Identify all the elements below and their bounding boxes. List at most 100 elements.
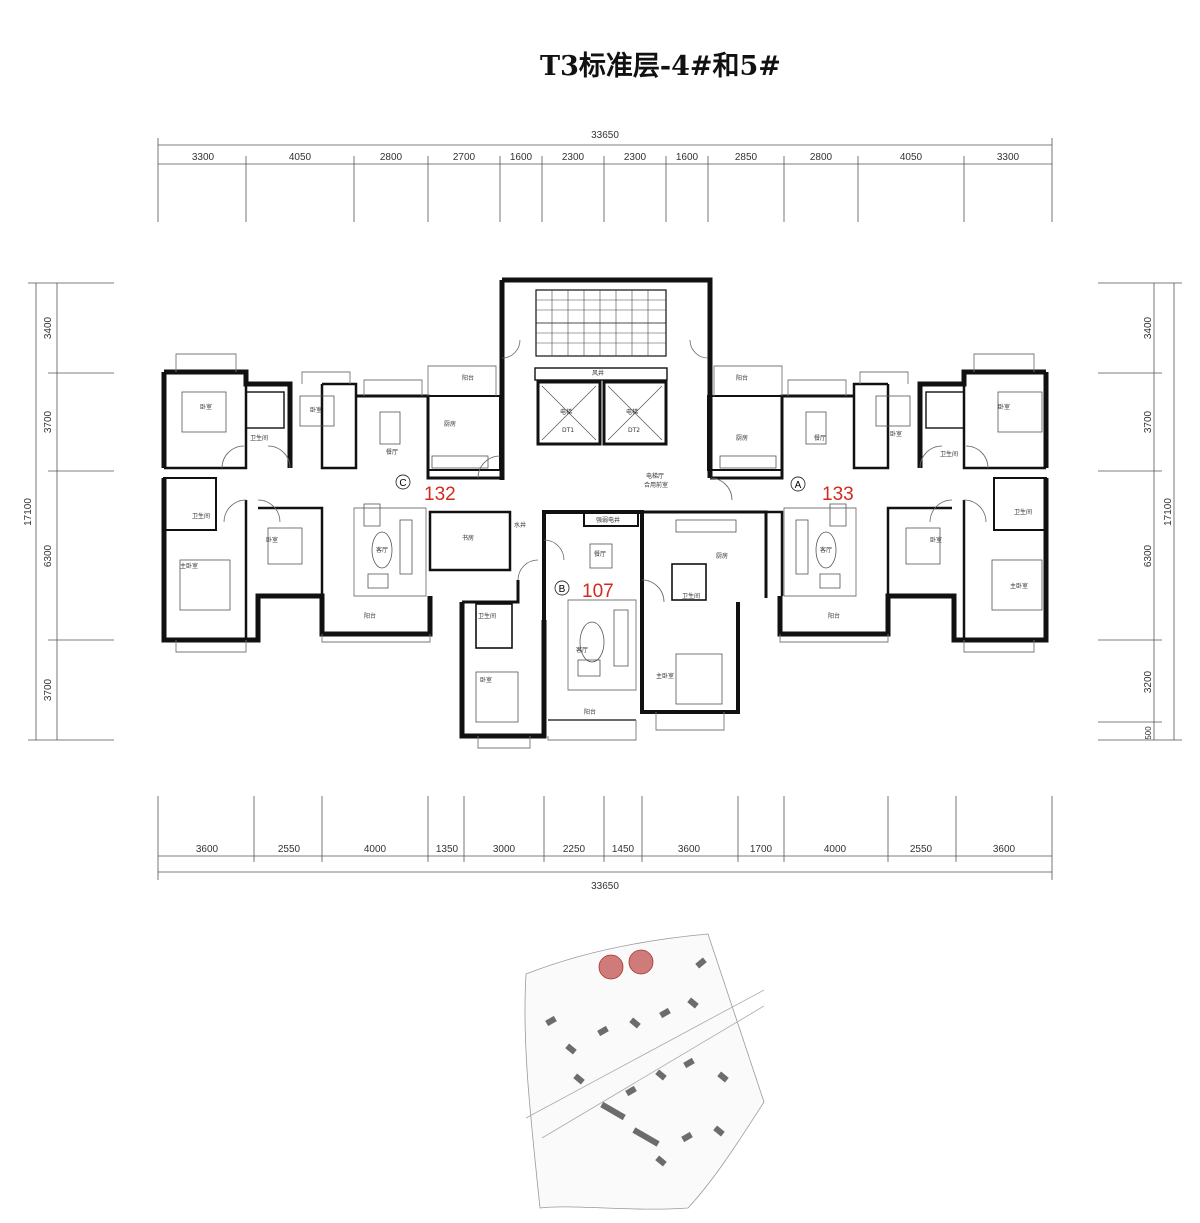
bottom-dim: 1450 <box>612 844 635 855</box>
unit-letter: B <box>559 584 566 595</box>
left-dim: 3700 <box>43 678 54 701</box>
bottom-dim: 2550 <box>278 844 301 855</box>
left-dim: 3700 <box>43 410 54 433</box>
building-walls <box>161 277 1049 739</box>
room-bedroom: 卧室 <box>890 430 902 438</box>
room-bedroom: 卧室 <box>480 676 492 684</box>
room-dining: 餐厅 <box>386 448 398 456</box>
room-shaft: 风井 <box>592 369 604 377</box>
site-road <box>541 1005 765 1139</box>
bottom-dim: 4000 <box>824 844 847 855</box>
top-dim: 2850 <box>735 152 758 163</box>
unit-area-label: 132 <box>424 484 456 505</box>
room-elevator-hall-sub: 合用前室 <box>644 481 668 489</box>
room-elevator-id: DT2 <box>628 427 640 434</box>
room-balcony: 阳台 <box>736 374 748 382</box>
highlight-building-4 <box>598 954 624 980</box>
bottom-dim: 3000 <box>493 844 516 855</box>
room-bedroom: 卧室 <box>200 403 212 411</box>
room-master-bedroom: 主卧室 <box>1010 582 1028 590</box>
right-dim: 500 <box>1144 726 1153 740</box>
bottom-dim: 1700 <box>750 844 773 855</box>
unit-area-label: 107 <box>582 581 614 602</box>
room-bedroom: 卧室 <box>930 536 942 544</box>
page-title: T3标准层-4#和5# <box>540 51 781 82</box>
bottom-dimension-chain <box>157 796 1053 880</box>
stair-treads <box>536 290 666 356</box>
unit-letter: C <box>399 478 406 489</box>
top-dim: 2800 <box>810 152 833 163</box>
room-elevator-id: DT1 <box>562 427 574 434</box>
room-strong-weak: 强弱电井 <box>596 516 620 524</box>
right-total-dim: 17100 <box>1163 498 1174 526</box>
bottom-dim: 1350 <box>436 844 459 855</box>
top-dim: 2700 <box>453 152 476 163</box>
door-swings <box>221 339 989 603</box>
room-balcony: 阳台 <box>828 612 840 620</box>
room-kitchen: 厨房 <box>736 434 748 442</box>
room-master-bedroom: 主卧室 <box>656 672 674 680</box>
left-dimension-chain <box>28 282 114 741</box>
room-bathroom: 卫生间 <box>192 512 210 520</box>
room-study: 书房 <box>462 534 474 542</box>
top-dim: 2300 <box>624 152 647 163</box>
room-bathroom: 卫生间 <box>940 450 958 458</box>
right-dim: 3400 <box>1143 316 1154 339</box>
bottom-dim: 2250 <box>563 844 586 855</box>
left-dim: 6300 <box>43 544 54 567</box>
room-bedroom: 卧室 <box>310 406 322 414</box>
room-balcony: 阳台 <box>364 612 376 620</box>
bottom-dim: 3600 <box>196 844 219 855</box>
right-dim: 6300 <box>1143 544 1154 567</box>
top-dim: 4050 <box>900 152 923 163</box>
room-bathroom: 卫生间 <box>478 612 496 620</box>
site-buildings <box>545 957 729 1167</box>
elevator-marks <box>541 385 663 441</box>
room-balcony: 阳台 <box>462 374 474 382</box>
room-living: 客厅 <box>820 546 832 554</box>
room-bedroom: 卧室 <box>998 403 1010 411</box>
top-dim: 1600 <box>676 152 699 163</box>
left-total-dim: 17100 <box>23 498 34 526</box>
unit-marker-c: C 132 <box>395 474 456 505</box>
site-boundary <box>524 933 765 1210</box>
room-bathroom: 卫生间 <box>682 592 700 600</box>
furniture <box>179 391 1043 723</box>
top-dimension-chain <box>157 138 1053 222</box>
room-dining: 餐厅 <box>814 434 826 442</box>
bottom-dim-labels: 3600 2550 4000 1350 3000 2250 1450 3600 … <box>196 844 1016 855</box>
room-bathroom: 卫生间 <box>250 434 268 442</box>
room-labels: 卧室 卧室 卫生间 餐厅 厨房 卫生间 卧室 主卧室 客厅 阳台 书房 风井 电… <box>180 369 1032 716</box>
balcony-outlines <box>175 353 1035 749</box>
bottom-dim: 3600 <box>993 844 1016 855</box>
bottom-total-dim: 33650 <box>591 881 619 892</box>
site-road <box>525 989 765 1119</box>
room-dining: 餐厅 <box>594 550 606 558</box>
room-kitchen: 厨房 <box>444 420 456 428</box>
room-balcony: 阳台 <box>584 708 596 716</box>
top-dim: 3300 <box>192 152 215 163</box>
top-dim: 1600 <box>510 152 533 163</box>
room-bathroom: 卫生间 <box>1014 508 1032 516</box>
highlight-building-5 <box>628 949 654 975</box>
unit-letter: A <box>795 480 802 491</box>
top-total-dim: 33650 <box>591 130 619 141</box>
right-dimension-chain <box>1098 282 1182 741</box>
right-dim: 3700 <box>1143 410 1154 433</box>
unit-marker-a: A 133 <box>790 476 854 505</box>
floor-plan: 33650 3300 4050 2800 2700 1600 2300 2300… <box>23 130 1182 892</box>
unit-marker-b: B 107 <box>554 580 614 602</box>
top-dim: 2300 <box>562 152 585 163</box>
unit-area-label: 133 <box>822 484 854 505</box>
room-elevator-hall: 电梯厅 <box>646 472 664 480</box>
room-kitchen: 厨房 <box>716 552 728 560</box>
right-dim: 3200 <box>1143 670 1154 693</box>
top-dim-labels: 3300 4050 2800 2700 1600 2300 2300 1600 … <box>192 152 1020 163</box>
room-bedroom: 卧室 <box>266 536 278 544</box>
room-living: 客厅 <box>576 646 588 654</box>
room-elevator: 电梯 <box>560 408 572 416</box>
bottom-dim: 4000 <box>364 844 387 855</box>
top-dim: 3300 <box>997 152 1020 163</box>
room-living: 客厅 <box>376 546 388 554</box>
room-elevator: 电梯 <box>626 408 638 416</box>
